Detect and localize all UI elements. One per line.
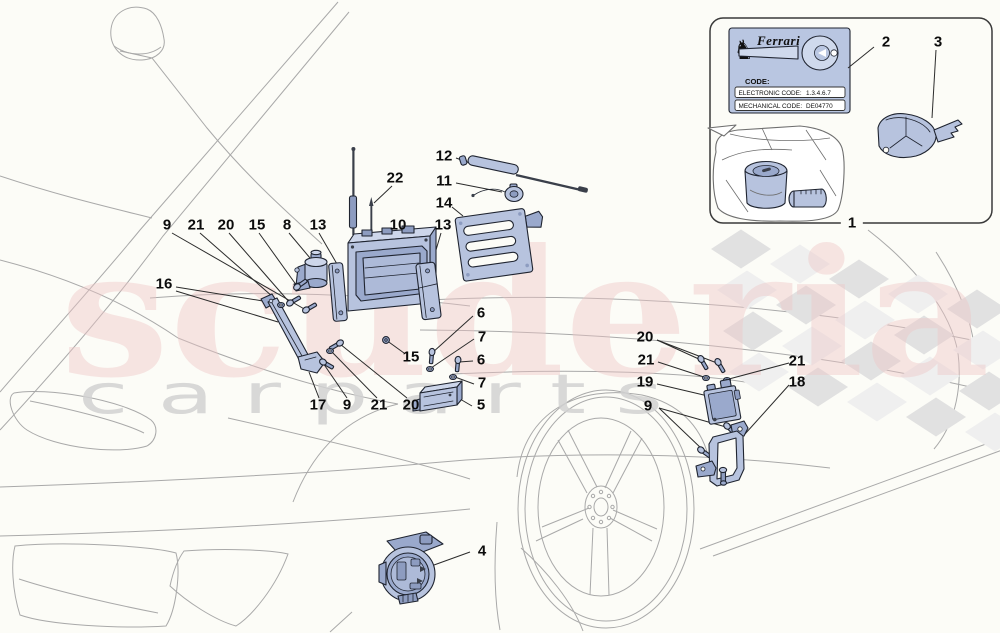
callout-20: 20 [217, 216, 235, 234]
flag-diamond [965, 412, 1000, 452]
callout-17: 17 [309, 396, 327, 414]
flag-diamond [729, 352, 789, 392]
mechanical-code-label: MECHANICAL CODE: [739, 103, 803, 110]
checkered-flag-pattern [711, 229, 1000, 452]
flag-diamond [953, 330, 1000, 370]
callout-12: 12 [435, 147, 453, 165]
flag-diamond [900, 356, 960, 396]
callout-21: 21 [637, 351, 655, 369]
callout-6: 6 [476, 304, 486, 322]
callout-6: 6 [476, 351, 486, 369]
flag-diamond [782, 326, 842, 366]
callout-20: 20 [402, 396, 420, 414]
card-brand-label: Ferrari [756, 33, 800, 48]
callout-7: 7 [477, 374, 487, 392]
flag-diamond [835, 300, 895, 340]
callout-10: 10 [389, 216, 407, 234]
ecu-19 [703, 378, 742, 425]
flag-diamond [788, 367, 848, 407]
callout-leader-lines [171, 46, 937, 566]
callout-5: 5 [476, 396, 486, 414]
callout-9: 9 [162, 216, 172, 234]
callout-15: 15 [248, 216, 266, 234]
flag-diamond [723, 311, 783, 351]
bracket-13-left [328, 262, 348, 322]
control-unit-5 [412, 380, 463, 412]
flag-diamond [841, 341, 901, 381]
callout-8: 8 [282, 216, 292, 234]
foot-bracket-17 [297, 351, 326, 374]
callout-22: 22 [386, 169, 404, 187]
antenna-12 [458, 155, 588, 193]
mounting-plate-14 [454, 208, 544, 282]
callout-21: 21 [788, 352, 806, 370]
flag-diamond [947, 289, 1000, 329]
callout-13: 13 [434, 216, 452, 234]
flag-diamond [776, 285, 836, 325]
flag-diamond [770, 244, 830, 284]
bracket-18 [695, 420, 749, 487]
key-code-card: ♞ Ferrari CODE: ELECTRONIC CODE: 1.3.4.6… [728, 27, 851, 114]
callout-21: 21 [187, 216, 205, 234]
callout-3: 3 [933, 33, 943, 51]
rail-bracket-16 [260, 293, 313, 368]
watermark-subtitle-text: c a r p a r t s [78, 363, 663, 426]
callout-4: 4 [477, 542, 487, 560]
antenna-11 [471, 183, 524, 203]
callout-14: 14 [435, 194, 453, 212]
mechanical-code-value: DE04770 [806, 103, 833, 110]
card-code-label: CODE: [745, 77, 769, 86]
electronic-code-value: 1.3.4.6.7 [806, 90, 831, 97]
fasteners-center [277, 277, 462, 381]
siren-4 [378, 531, 444, 605]
flag-diamond [717, 270, 777, 310]
callout-19: 19 [636, 373, 654, 391]
card-key-blade-shape [738, 45, 799, 60]
flag-diamond [829, 259, 889, 299]
flag-diamond [894, 315, 954, 355]
alarm-system-components [260, 147, 749, 605]
flag-diamond [888, 274, 948, 314]
ignition-key [877, 113, 963, 159]
callout-7: 7 [477, 328, 487, 346]
callout-15: 15 [402, 348, 420, 366]
callout-9: 9 [342, 396, 352, 414]
callout-16: 16 [155, 275, 173, 293]
flag-diamond [959, 371, 1000, 411]
callout-1: 1 [840, 215, 864, 231]
callout-9: 9 [643, 397, 653, 415]
security-kit-box: ♞ Ferrari CODE: ELECTRONIC CODE: 1.3.4.6… [707, 17, 993, 224]
callout-20: 20 [636, 328, 654, 346]
lock-cylinder-bag [707, 124, 845, 222]
flag-diamond [906, 397, 966, 437]
callout-2: 2 [881, 33, 891, 51]
callout-18: 18 [788, 373, 806, 391]
callout-11: 11 [436, 172, 452, 190]
flag-diamond [847, 382, 907, 422]
bracket-13-right [415, 261, 442, 321]
callout-21: 21 [370, 396, 388, 414]
callout-13: 13 [309, 216, 327, 234]
electronic-code-label: ELECTRONIC CODE: [739, 90, 802, 97]
flag-diamond [711, 229, 771, 269]
